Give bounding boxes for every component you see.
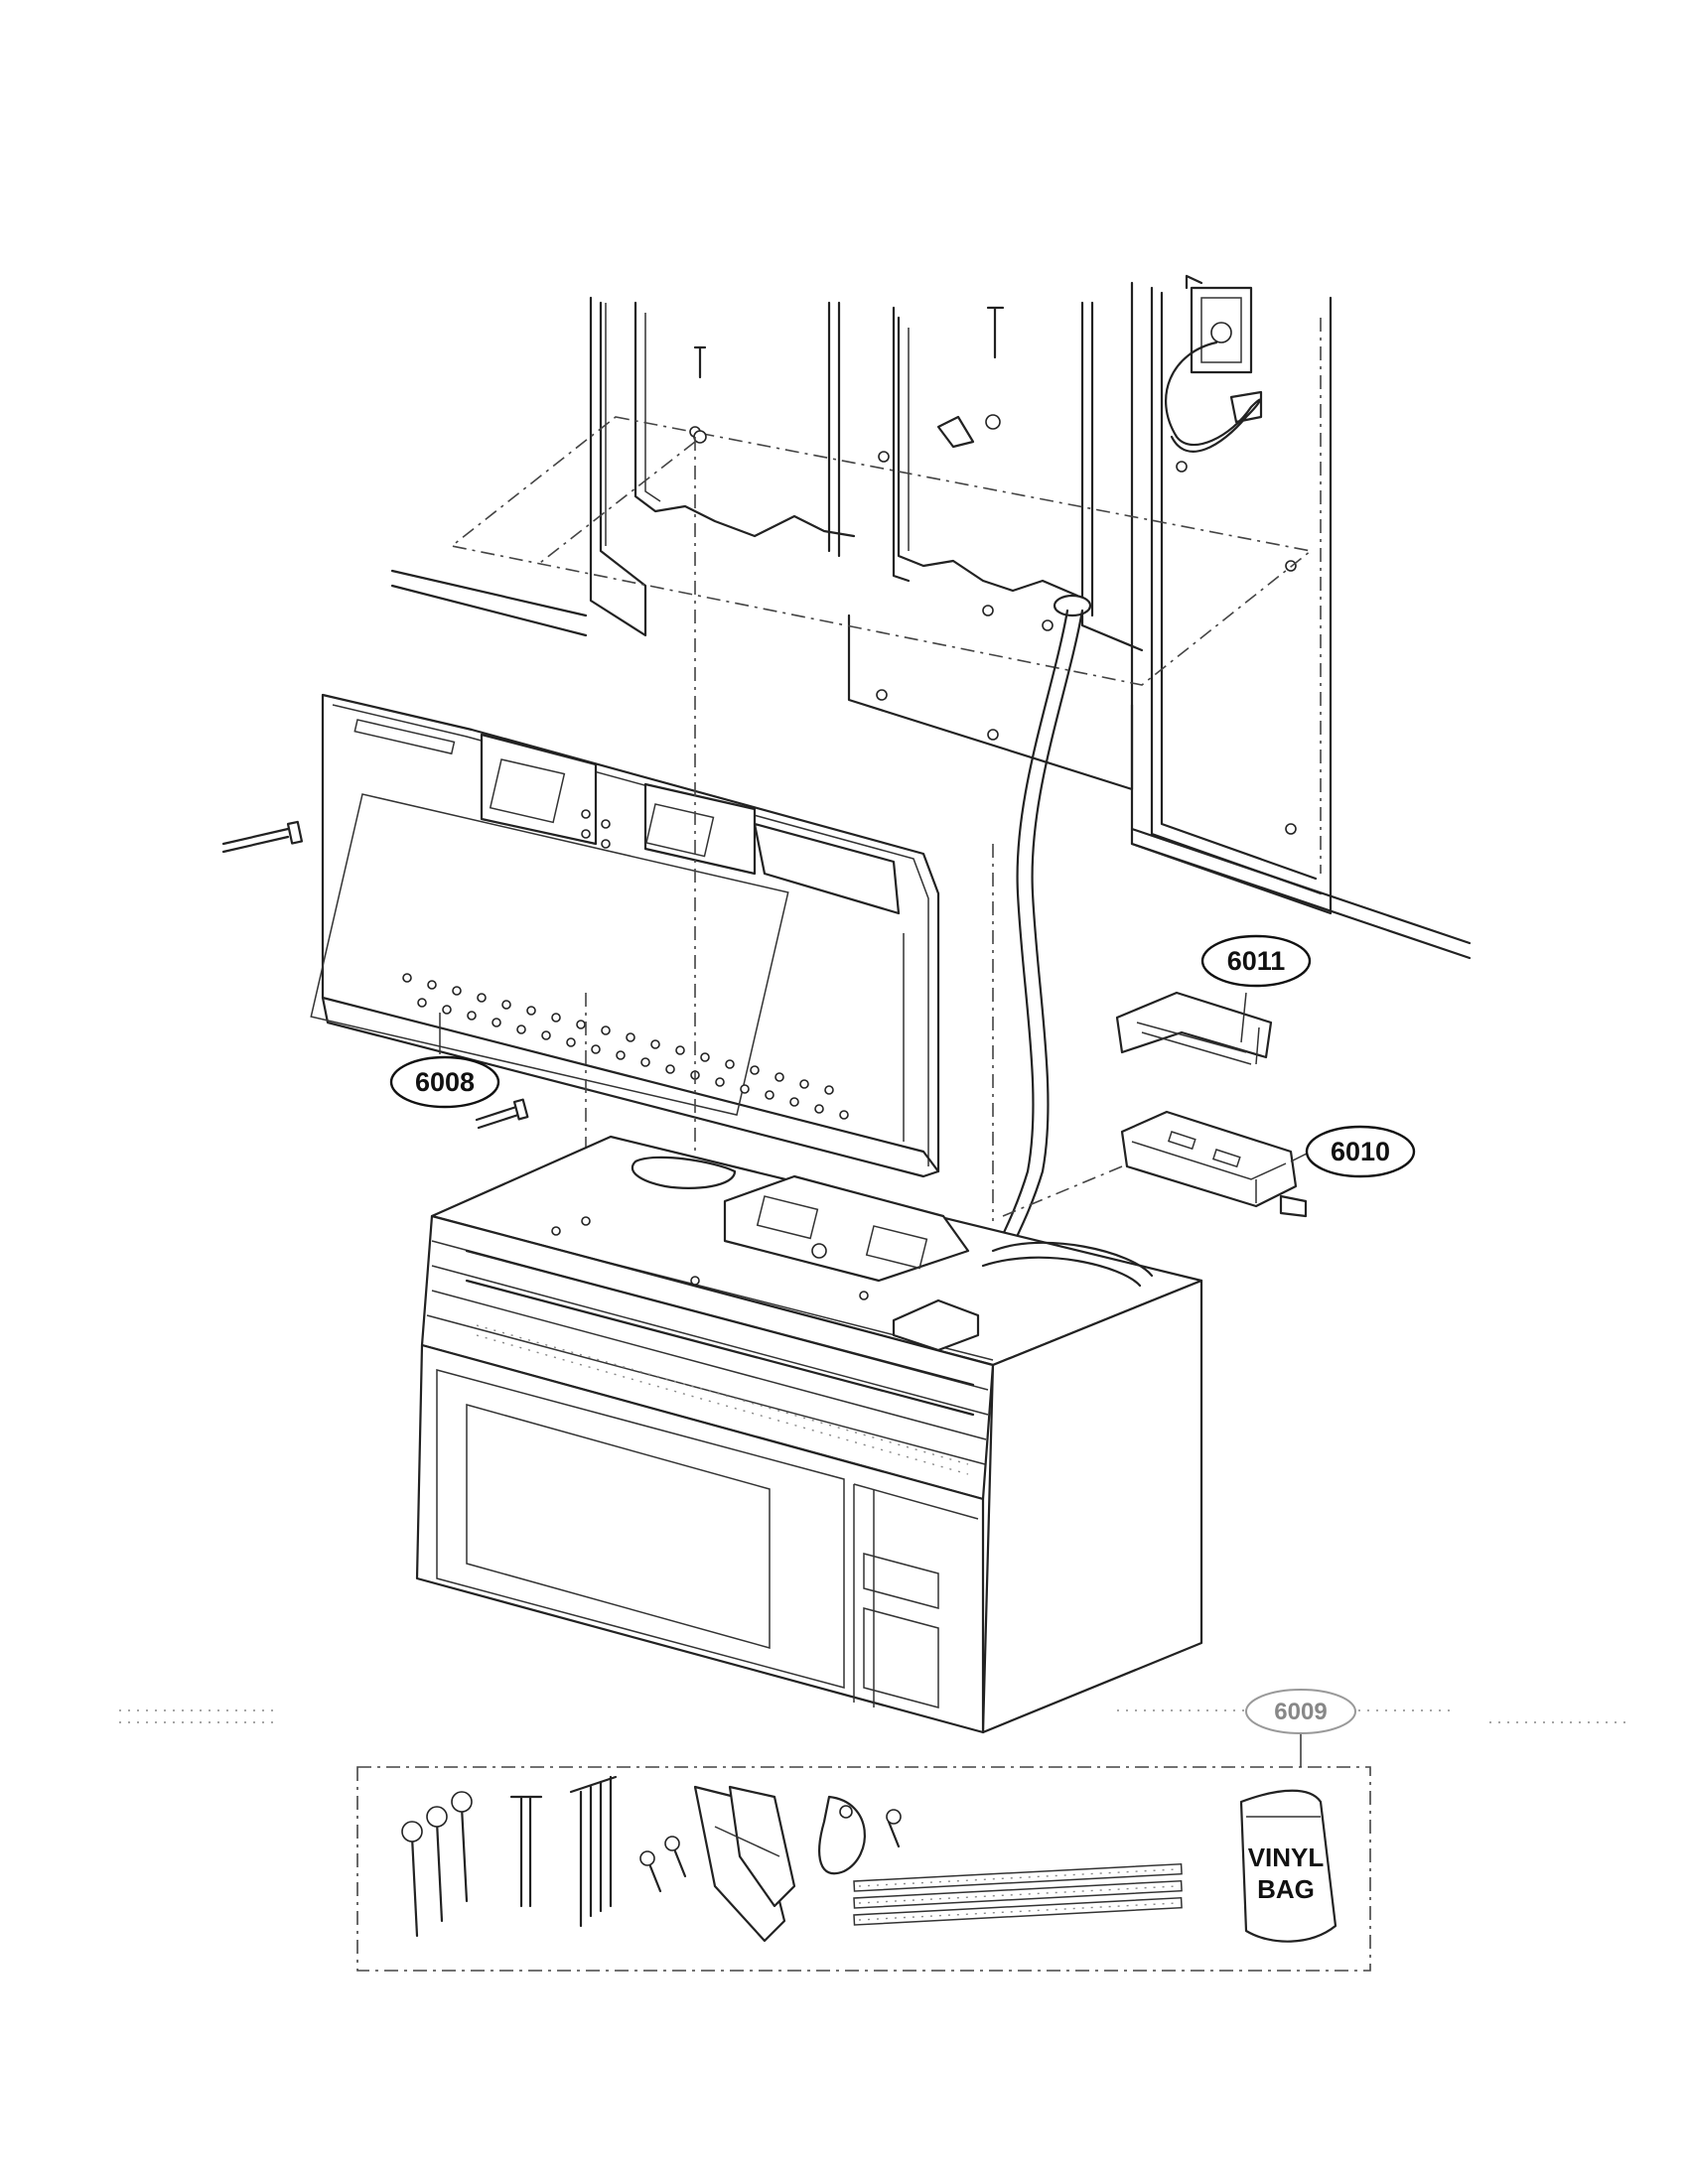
accessory-kit: VINYL BAG (119, 1709, 1628, 1972)
callout-6010-label: 6010 (1331, 1137, 1390, 1166)
callout-6010: 6010 (1290, 1125, 1416, 1178)
vinyl-bag: VINYL BAG (1239, 1789, 1337, 1943)
vinyl-bag-label-line1: VINYL (1248, 1843, 1325, 1872)
mounting-plate (221, 437, 994, 1221)
toggle-screws (401, 1791, 473, 1938)
callout-6009: 6009 (1245, 1689, 1356, 1767)
toggle-wings (693, 1785, 796, 1943)
wall-cabinet (390, 274, 1472, 960)
power-cord (976, 594, 1092, 1293)
part-6011-damper (1115, 991, 1273, 1065)
mounting-bolts (509, 1775, 618, 1928)
plate-hole-grid (402, 809, 849, 1120)
vinyl-bag-label-line2: BAG (1257, 1874, 1315, 1904)
callout-6008-label: 6008 (415, 1067, 475, 1097)
microwave-oven (415, 1135, 1203, 1734)
filler-strips (853, 1862, 1183, 1926)
callout-6011-label: 6011 (1227, 946, 1286, 976)
part-6010-housing (1002, 1110, 1308, 1218)
callout-6011: 6011 (1200, 934, 1312, 1043)
callout-6009-label: 6009 (1274, 1699, 1327, 1725)
small-screws (639, 1809, 902, 1893)
callout-6008: 6008 (389, 1013, 500, 1109)
cable-clamp (818, 1795, 866, 1875)
